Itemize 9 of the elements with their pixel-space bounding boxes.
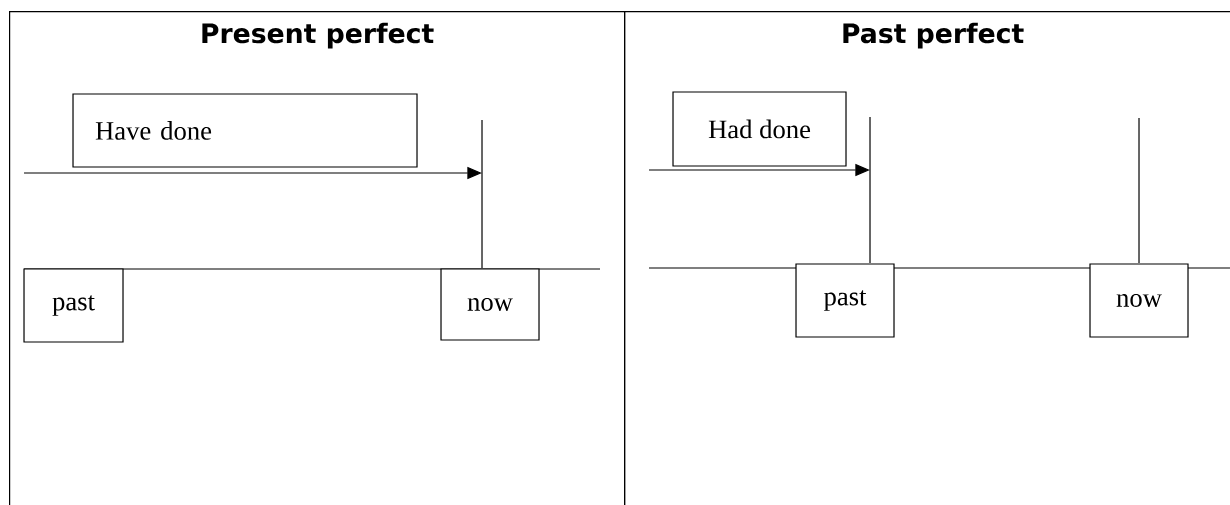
time-marker [869, 116, 871, 264]
label-box: now [1089, 263, 1189, 338]
time-marker [481, 119, 483, 269]
label-box: past [795, 263, 895, 338]
label-box: Had done [672, 91, 847, 167]
label-box: Have done [72, 93, 418, 168]
label-box: now [440, 268, 540, 341]
label-box: past [23, 268, 124, 343]
time-marker [1138, 117, 1140, 264]
